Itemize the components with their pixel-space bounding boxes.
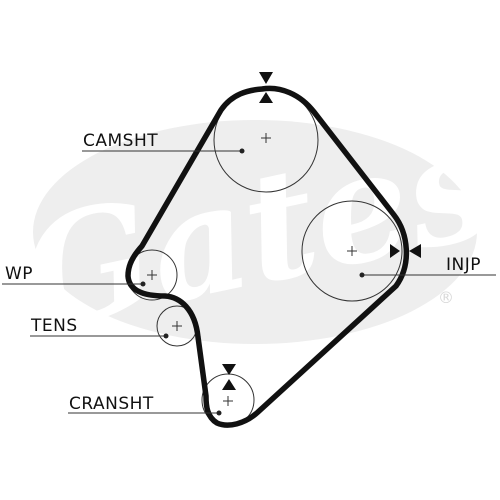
- injection-pump-timing-arrow-right: [409, 244, 421, 258]
- camshaft-leader-dot: [239, 148, 245, 154]
- timing-mark-camshaft: [259, 72, 273, 103]
- timing-mark-crankshaft: [222, 364, 236, 390]
- timing-mark-injection-pump: [390, 244, 421, 258]
- tensioner-label: TENS: [30, 316, 78, 336]
- camshaft-timing-arrow-upper: [259, 72, 273, 84]
- crankshaft-label: CRANSHT: [69, 394, 154, 414]
- camshaft-center-cross: [261, 133, 271, 143]
- tensioner-leader-dot: [163, 333, 169, 339]
- injection-pump-leader-dot: [359, 272, 365, 278]
- crankshaft-timing-arrow-lower: [222, 379, 236, 390]
- injection-pump-pulley-circle: [301, 200, 403, 302]
- watermark-registered-mark: ®: [438, 288, 454, 307]
- tensioner-center-cross: [172, 321, 182, 331]
- crankshaft-leader-dot: [216, 410, 222, 416]
- camshaft-label: CAMSHT: [83, 131, 158, 151]
- water-pump-leader-dot: [140, 281, 146, 287]
- pulley-injection-pump: [301, 200, 403, 302]
- injection-pump-center-cross: [347, 246, 357, 256]
- camshaft-timing-arrow-lower: [259, 92, 273, 103]
- timing-belt: [125, 85, 409, 428]
- injection-pump-label: INJP: [446, 255, 481, 275]
- crankshaft-timing-arrow-upper: [222, 364, 236, 375]
- water-pump-center-cross: [147, 270, 157, 280]
- injection-pump-timing-arrow-left: [390, 244, 400, 258]
- crankshaft-center-cross: [223, 396, 233, 406]
- watermark: Gates ®: [8, 95, 500, 366]
- water-pump-label: WP: [5, 264, 33, 284]
